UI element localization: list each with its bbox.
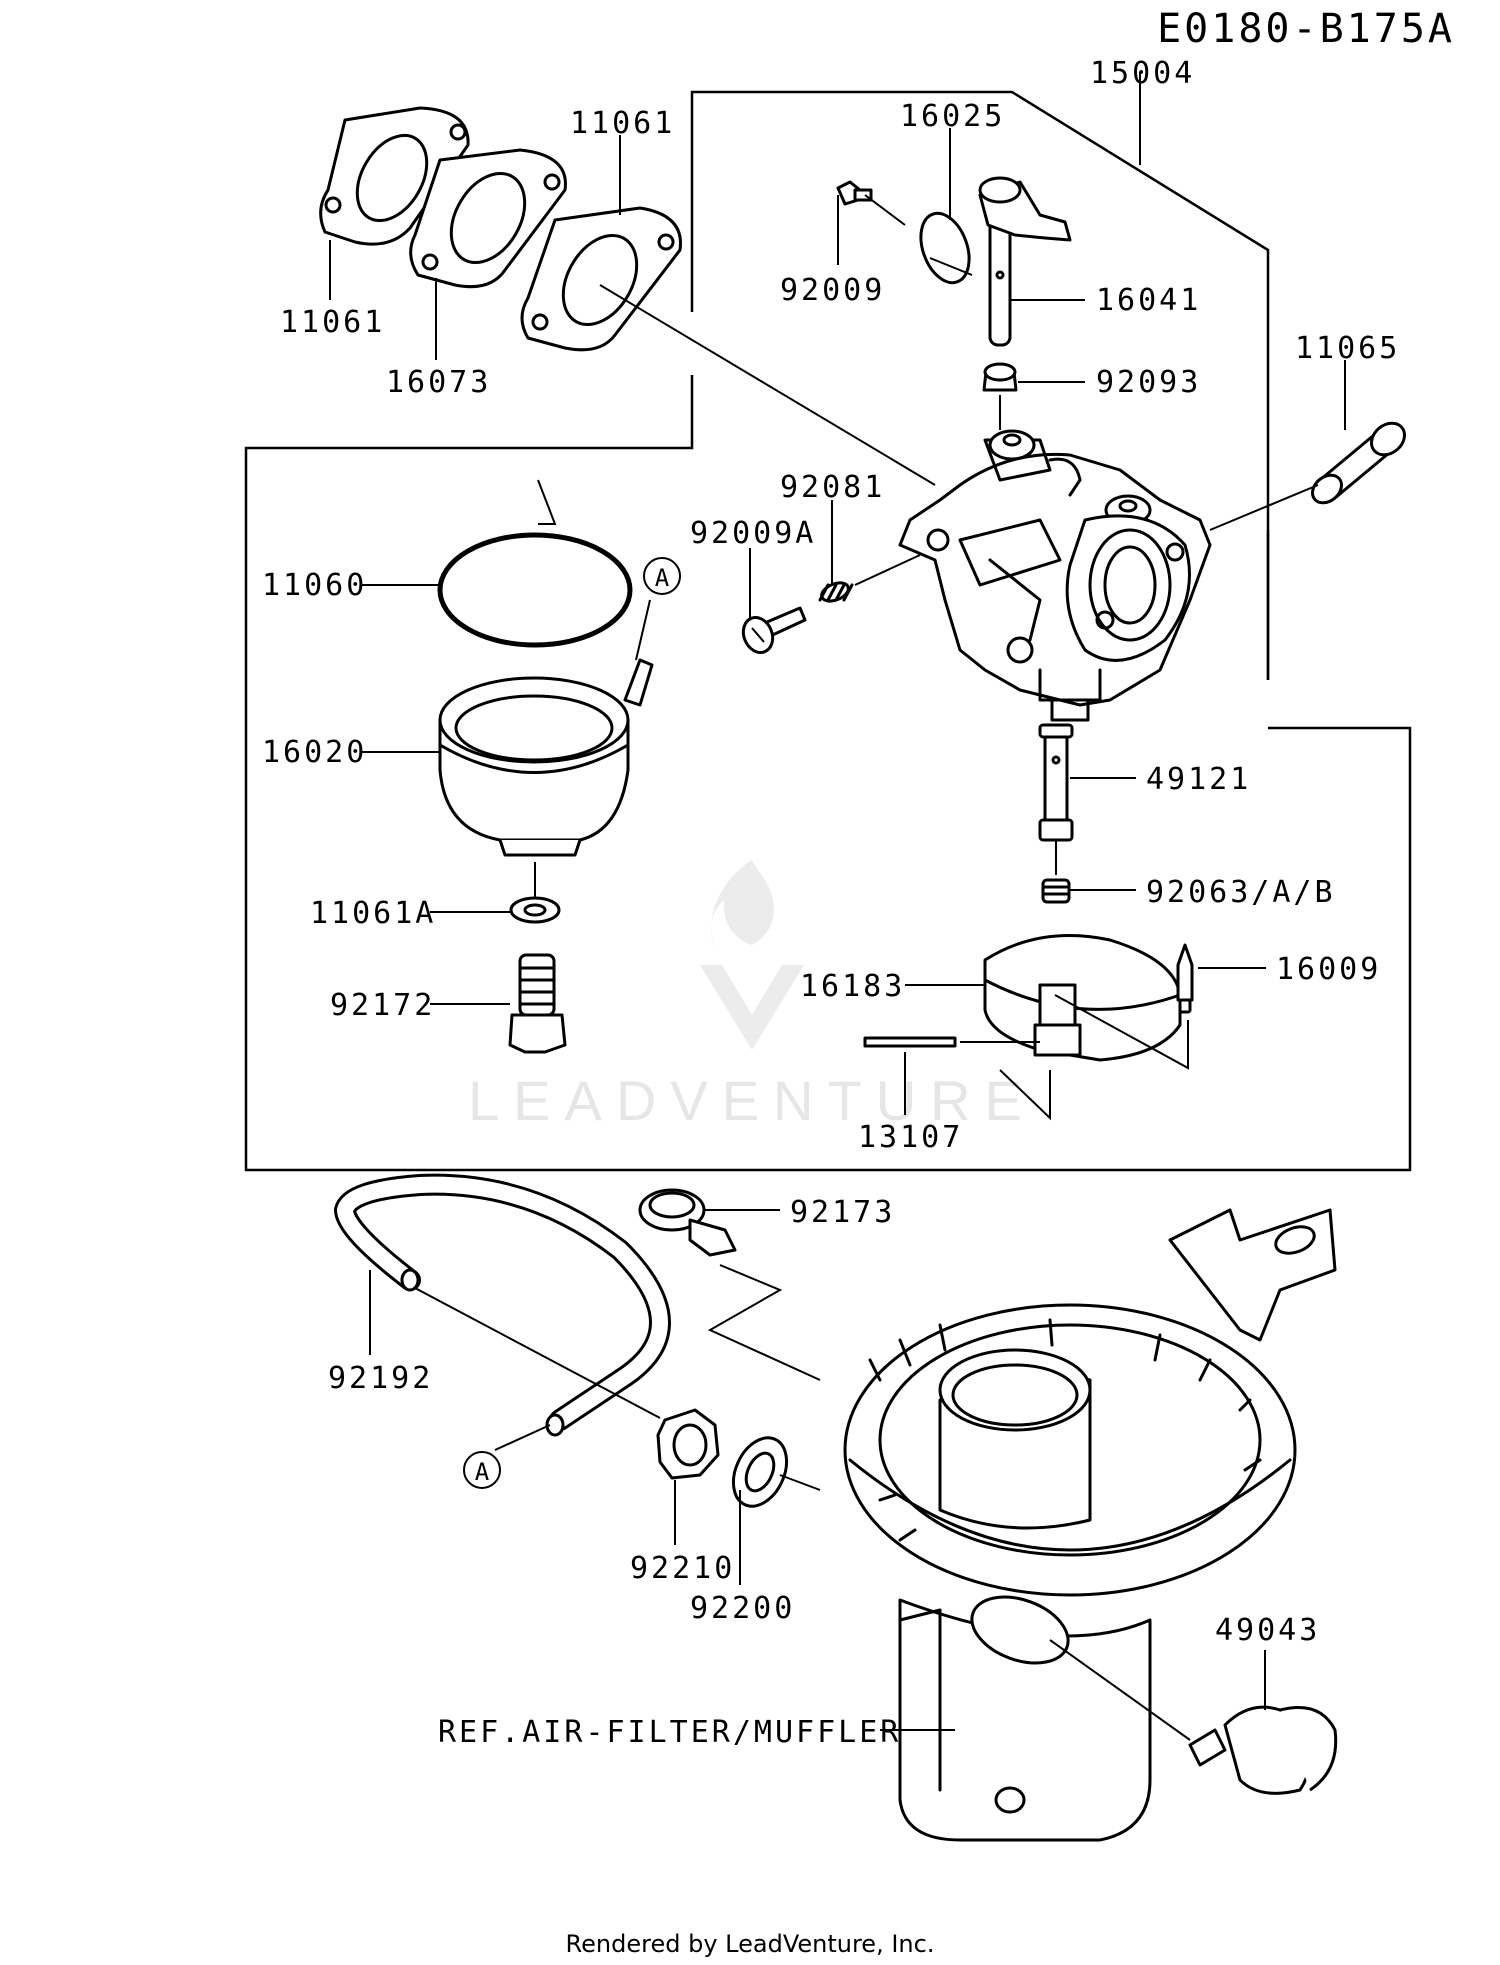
spring-92081: [818, 581, 854, 603]
label-92173[interactable]: 92173: [790, 1195, 895, 1230]
label-11061-left[interactable]: 11061: [280, 305, 385, 340]
screw-92009a: [741, 606, 807, 654]
carburetor-body: [898, 429, 1212, 722]
needle-valve-16009: [1176, 943, 1194, 1014]
diagram-code: E0180-B175A: [1157, 6, 1455, 52]
label-92172[interactable]: 92172: [330, 988, 435, 1023]
callout-a-lower: A: [463, 1451, 501, 1489]
spacer-16073: [409, 148, 567, 289]
label-ref-air-filter-muffler[interactable]: REF.AIR-FILTER/MUFFLER: [438, 1715, 901, 1750]
clamp-92173: [638, 1188, 737, 1257]
jet-92063: [1041, 878, 1071, 904]
main-jet-49121: [1038, 723, 1074, 842]
svg-text:A: A: [475, 1458, 490, 1486]
label-49043[interactable]: 49043: [1215, 1613, 1320, 1648]
watermark-text: LEADVENTURE: [468, 1069, 1036, 1132]
fuel-hose-92192: [334, 1173, 671, 1437]
svg-text:A: A: [655, 564, 670, 592]
footer-credit: Rendered by LeadVenture, Inc.: [566, 1930, 935, 1958]
label-92081[interactable]: 92081: [780, 470, 885, 505]
label-92200[interactable]: 92200: [690, 1591, 795, 1626]
float-bowl-16020: [438, 658, 654, 857]
label-92210[interactable]: 92210: [630, 1551, 735, 1586]
label-11060[interactable]: 11060: [262, 568, 367, 603]
label-92192[interactable]: 92192: [328, 1361, 433, 1396]
label-11065[interactable]: 11065: [1295, 331, 1400, 366]
label-13107[interactable]: 13107: [858, 1120, 963, 1155]
label-11061a[interactable]: 11061A: [310, 896, 436, 931]
label-16009[interactable]: 16009: [1276, 952, 1381, 987]
washer-11061a: [509, 896, 561, 924]
pin-13107: [863, 1036, 957, 1048]
assembly-frame: [244, 90, 1412, 1172]
label-16183[interactable]: 16183: [800, 969, 905, 1004]
o-ring-11060: [437, 532, 633, 648]
gasket-11061-left: [319, 106, 470, 246]
label-16073[interactable]: 16073: [386, 365, 491, 400]
label-16041[interactable]: 16041: [1096, 283, 1201, 318]
primer-bulb-49043: [1188, 1705, 1338, 1795]
label-16025[interactable]: 16025: [900, 99, 1005, 134]
label-92093[interactable]: 92093: [1096, 365, 1201, 400]
intake-housing: [843, 1208, 1337, 1842]
drain-bolt-92172: [508, 953, 567, 1054]
label-49121[interactable]: 49121: [1146, 762, 1251, 797]
seal-92093: [982, 362, 1018, 392]
label-15004[interactable]: 15004: [1090, 56, 1195, 91]
nut-92210: [656, 1408, 720, 1480]
label-16020[interactable]: 16020: [262, 735, 367, 770]
screw-92009: [836, 180, 873, 206]
tube-11065: [1311, 421, 1406, 505]
watermark-logo: [700, 860, 804, 1050]
label-92009a[interactable]: 92009A: [690, 516, 816, 551]
label-11061-top[interactable]: 11061: [570, 106, 675, 141]
label-92063-a-b[interactable]: 92063/A/B: [1146, 875, 1336, 910]
lock-washer-92200: [731, 1436, 789, 1508]
label-92009[interactable]: 92009: [780, 273, 885, 308]
callout-a-upper: A: [643, 557, 681, 595]
leader-lines: [329, 72, 1346, 1741]
throttle-plate-16025: [919, 211, 971, 285]
gasket-11061-right: [520, 206, 682, 352]
throttle-shaft-16041: [978, 176, 1072, 347]
